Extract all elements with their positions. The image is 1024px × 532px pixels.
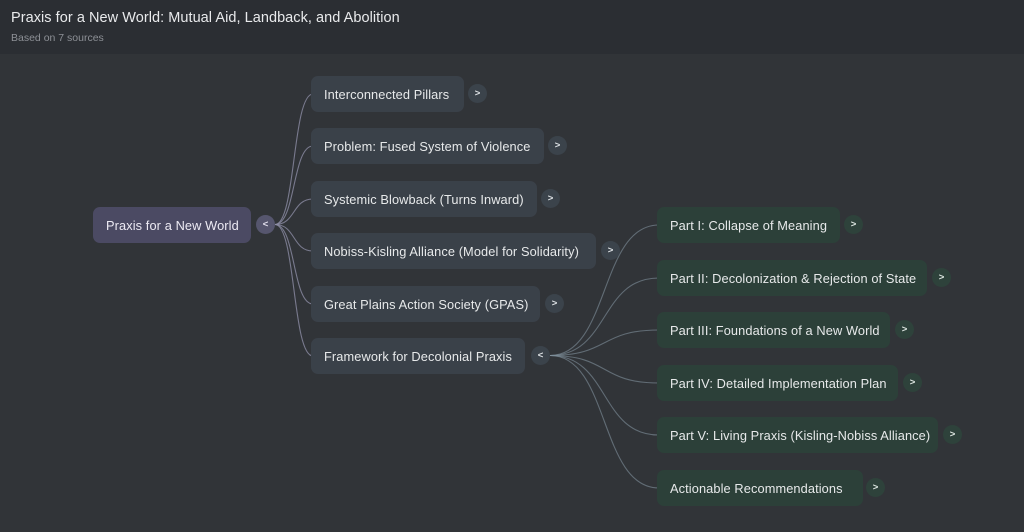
node-part-iv-detailed-implementation-plan[interactable]: Part IV: Detailed Implementation Plan <box>657 365 898 401</box>
collapse-chevron-icon[interactable]: < <box>531 346 550 365</box>
mindmap-edge <box>549 329 660 357</box>
node-label: Part III: Foundations of a New World <box>670 322 880 338</box>
mindmap-edge <box>274 223 314 305</box>
mindmap-edge <box>274 223 314 252</box>
node-label: Actionable Recommendations <box>670 480 843 496</box>
expand-chevron-icon[interactable]: > <box>468 84 487 103</box>
node-label: Great Plains Action Society (GPAS) <box>324 296 529 312</box>
expand-chevron-icon[interactable]: > <box>903 373 922 392</box>
mindmap-canvas[interactable]: Praxis for a New World < Interconnected Pi… <box>0 54 1024 532</box>
node-praxis-for-a-new-world[interactable]: Praxis for a New World <box>93 207 251 243</box>
node-nobiss-kisling-alliance-model-for-solidari[interactable]: Nobiss-Kisling Alliance (Model for Solid… <box>311 233 596 269</box>
page-title: Praxis for a New World: Mutual Aid, Land… <box>11 10 400 26</box>
node-label: Part IV: Detailed Implementation Plan <box>670 375 887 391</box>
mindmap-edge <box>274 93 314 226</box>
node-label: Framework for Decolonial Praxis <box>324 348 512 364</box>
expand-chevron-icon[interactable]: > <box>895 320 914 339</box>
mindmap-edge <box>274 198 314 226</box>
mindmap-edge <box>549 354 660 436</box>
mindmap-edge <box>274 145 314 226</box>
node-label: Part I: Collapse of Meaning <box>670 217 828 233</box>
expand-chevron-icon[interactable]: > <box>601 241 620 260</box>
node-label: Praxis for a New World <box>106 217 239 233</box>
mindmap-edge <box>549 277 660 357</box>
node-label: Part V: Living Praxis (Kisling-Nobiss Al… <box>670 427 931 443</box>
expand-chevron-icon[interactable]: > <box>545 294 564 313</box>
node-label: Interconnected Pillars <box>324 86 450 102</box>
header-bar: Praxis for a New World: Mutual Aid, Land… <box>0 0 1024 54</box>
node-framework-for-decolonial-praxis[interactable]: Framework for Decolonial Praxis <box>311 338 525 374</box>
node-actionable-recommendations[interactable]: Actionable Recommendations <box>657 470 863 506</box>
node-systemic-blowback-turns-inward[interactable]: Systemic Blowback (Turns Inward) <box>311 181 537 217</box>
expand-chevron-icon[interactable]: > <box>866 478 885 497</box>
node-part-v-living-praxis-kisling-nobiss-allian[interactable]: Part V: Living Praxis (Kisling-Nobiss Al… <box>657 417 938 453</box>
expand-chevron-icon[interactable]: > <box>844 215 863 234</box>
expand-chevron-icon[interactable]: > <box>548 136 567 155</box>
expand-chevron-icon[interactable]: > <box>541 189 560 208</box>
mindmap-edge <box>549 354 660 489</box>
collapse-chevron-icon[interactable]: < <box>256 215 275 234</box>
node-part-ii-decolonization-rejection-of-state[interactable]: Part II: Decolonization & Rejection of S… <box>657 260 927 296</box>
source-count-label: Based on 7 sources <box>11 32 104 44</box>
expand-chevron-icon[interactable]: > <box>943 425 962 444</box>
node-part-i-collapse-of-meaning[interactable]: Part I: Collapse of Meaning <box>657 207 840 243</box>
node-label: Systemic Blowback (Turns Inward) <box>324 191 524 207</box>
node-problem-fused-system-of-violence[interactable]: Problem: Fused System of Violence <box>311 128 544 164</box>
node-part-iii-foundations-of-a-new-world[interactable]: Part III: Foundations of a New World <box>657 312 890 348</box>
mindmap-edge <box>274 223 314 357</box>
node-great-plains-action-society-gpas[interactable]: Great Plains Action Society (GPAS) <box>311 286 540 322</box>
node-label: Part II: Decolonization & Rejection of S… <box>670 270 917 286</box>
mindmap-edge <box>549 354 660 384</box>
node-label: Nobiss-Kisling Alliance (Model for Solid… <box>324 243 579 259</box>
node-interconnected-pillars[interactable]: Interconnected Pillars <box>311 76 464 112</box>
expand-chevron-icon[interactable]: > <box>932 268 951 287</box>
node-label: Problem: Fused System of Violence <box>324 138 531 154</box>
